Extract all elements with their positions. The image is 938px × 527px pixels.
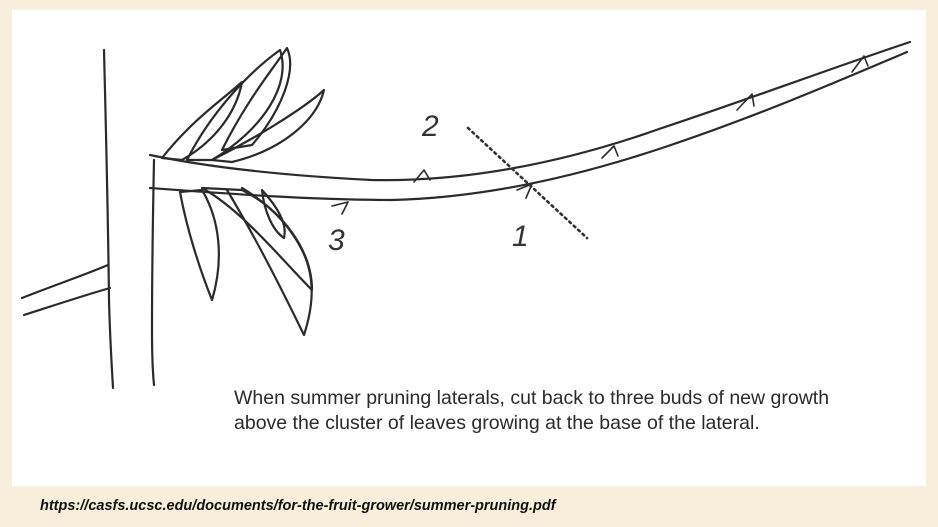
leaf [180, 190, 219, 300]
bud [332, 202, 348, 214]
leaf [212, 90, 324, 162]
bud [602, 146, 618, 158]
bud [414, 170, 430, 182]
cut-label-2: 2 [422, 110, 439, 144]
leaf [222, 48, 290, 150]
diagram-panel: 2 1 3 When summer pruning laterals, cut … [12, 10, 926, 486]
lateral-lower-edge [150, 52, 907, 200]
source-link[interactable]: https://casfs.ucsc.edu/documents/for-the… [40, 498, 556, 514]
leaf [227, 188, 312, 335]
cut-label-1: 1 [512, 220, 529, 254]
trunk-right-edge [152, 160, 154, 385]
cut-label-3: 3 [328, 224, 345, 258]
pruning-sketch [12, 10, 926, 390]
caption: When summer pruning laterals, cut back t… [234, 386, 854, 436]
trunk-left-edge [104, 50, 113, 388]
